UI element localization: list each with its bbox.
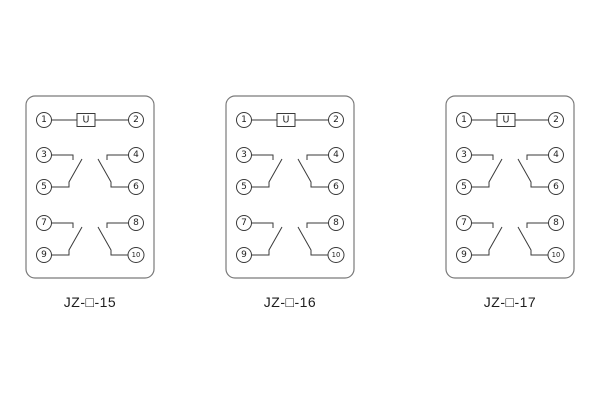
coil-box <box>276 113 296 127</box>
relay-diagram-panel-3: U 1 2 3 4 5 6 7 8 9 10 JZ-□-17 <box>445 95 575 310</box>
model-label: JZ-□-15 <box>63 294 117 310</box>
coil-label: U <box>283 115 290 126</box>
relay-diagram-panel-1: U 1 2 3 4 5 6 7 8 9 10 JZ-□-15 <box>25 95 155 310</box>
terminal-number-5: 5 <box>461 182 467 192</box>
terminal-number-8: 8 <box>553 218 559 228</box>
terminal-circle-6 <box>328 179 344 195</box>
terminal-number-1: 1 <box>41 115 47 125</box>
relay-case-outline <box>25 95 155 279</box>
model-label: JZ-□-17 <box>483 294 537 310</box>
terminal-circle-4 <box>328 147 344 163</box>
terminal-number-3: 3 <box>461 150 467 160</box>
terminal-circle-6 <box>128 179 144 195</box>
terminal-circle-3 <box>36 147 52 163</box>
terminal-circle-4 <box>548 147 564 163</box>
terminal-number-7: 7 <box>241 218 247 228</box>
terminal-circle-7 <box>36 215 52 231</box>
terminal-number-7: 7 <box>461 218 467 228</box>
relay-wiring-diagram: U 1 2 3 4 5 6 7 8 9 10 <box>25 95 155 279</box>
terminal-circle-3 <box>236 147 252 163</box>
terminal-number-10: 10 <box>132 251 141 259</box>
terminal-circle-6 <box>548 179 564 195</box>
terminal-circle-2 <box>328 112 344 128</box>
terminal-number-3: 3 <box>41 150 47 160</box>
relay-wiring-diagram: U 1 2 3 4 5 6 7 8 9 10 <box>445 95 575 279</box>
terminal-number-9: 9 <box>241 250 247 260</box>
coil-label: U <box>83 115 90 126</box>
terminal-number-2: 2 <box>333 115 339 125</box>
terminal-circle-5 <box>236 179 252 195</box>
terminal-circle-10 <box>327 247 345 263</box>
terminal-number-2: 2 <box>133 115 139 125</box>
coil-box <box>76 113 96 127</box>
relay-case-outline <box>445 95 575 279</box>
terminal-number-5: 5 <box>41 182 47 192</box>
terminal-number-4: 4 <box>333 150 339 160</box>
terminal-number-1: 1 <box>241 115 247 125</box>
terminal-number-3: 3 <box>241 150 247 160</box>
terminal-circle-4 <box>128 147 144 163</box>
wiring-lines <box>251 119 329 256</box>
terminal-circle-8 <box>328 215 344 231</box>
terminal-number-1: 1 <box>461 115 467 125</box>
terminal-circle-9 <box>236 247 252 263</box>
terminal-circle-1 <box>456 112 472 128</box>
terminal-number-5: 5 <box>241 182 247 192</box>
terminal-number-7: 7 <box>41 218 47 228</box>
terminal-circle-5 <box>36 179 52 195</box>
terminal-circle-10 <box>547 247 565 263</box>
terminal-circle-9 <box>36 247 52 263</box>
terminal-circle-7 <box>236 215 252 231</box>
terminal-circle-8 <box>548 215 564 231</box>
relay-diagram-panel-2: U 1 2 3 4 5 6 7 8 9 10 JZ-□-16 <box>225 95 355 310</box>
terminal-circle-7 <box>456 215 472 231</box>
terminal-number-6: 6 <box>553 182 559 192</box>
terminal-number-6: 6 <box>133 182 139 192</box>
terminal-circle-8 <box>128 215 144 231</box>
relay-wiring-diagram: U 1 2 3 4 5 6 7 8 9 10 <box>225 95 355 279</box>
coil-box <box>496 113 516 127</box>
terminal-circle-10 <box>127 247 145 263</box>
terminal-circle-5 <box>456 179 472 195</box>
terminal-number-9: 9 <box>41 250 47 260</box>
terminal-circle-2 <box>128 112 144 128</box>
terminal-circle-1 <box>36 112 52 128</box>
terminal-circle-9 <box>456 247 472 263</box>
coil-label: U <box>503 115 510 126</box>
terminal-number-10: 10 <box>552 251 561 259</box>
relay-case-outline <box>225 95 355 279</box>
wiring-lines <box>471 119 549 256</box>
terminal-number-8: 8 <box>333 218 339 228</box>
terminal-circle-3 <box>456 147 472 163</box>
terminal-number-2: 2 <box>553 115 559 125</box>
terminal-number-6: 6 <box>333 182 339 192</box>
terminal-circle-2 <box>548 112 564 128</box>
terminal-circle-1 <box>236 112 252 128</box>
terminal-number-4: 4 <box>133 150 139 160</box>
terminal-number-10: 10 <box>332 251 341 259</box>
model-label: JZ-□-16 <box>263 294 317 310</box>
wiring-lines <box>51 119 129 256</box>
terminal-number-8: 8 <box>133 218 139 228</box>
terminal-number-4: 4 <box>553 150 559 160</box>
terminal-number-9: 9 <box>461 250 467 260</box>
